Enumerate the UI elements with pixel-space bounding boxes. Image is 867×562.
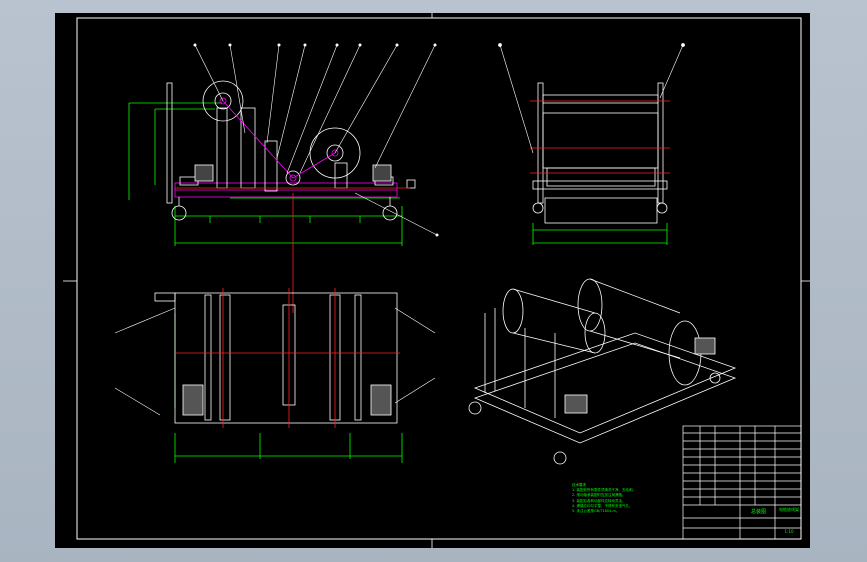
notes-heading: 技术要求	[572, 483, 586, 487]
front-motor-right	[372, 164, 392, 182]
iso-wheel-1	[468, 401, 482, 415]
front-right-drum	[309, 127, 361, 179]
title-block-scale: 1:10	[784, 529, 794, 534]
note-line-1: 1. 装配前所有零件须清洗干净，去毛刺。	[572, 488, 636, 493]
iso-wheel-3	[709, 372, 721, 384]
front-wheel-left	[171, 205, 187, 221]
title-block-title: 总装图	[750, 509, 766, 515]
cad-drawing	[63, 13, 810, 548]
iso-base-frame	[473, 342, 737, 444]
top-drum-left	[219, 294, 231, 421]
technical-notes: 技术要求 1. 装配前所有零件须清洗干净，去毛刺。 2. 滚动轴承装配时应加注润…	[572, 483, 682, 514]
front-left-support	[240, 107, 256, 189]
front-dimensions	[128, 102, 403, 246]
front-left-upright	[166, 82, 173, 204]
iso-drum-left-end	[502, 288, 524, 334]
front-view	[128, 43, 439, 313]
note-line-5: 5. 未注公差按GB/T1804-m。	[572, 509, 620, 514]
drawing-sheet: 技术要求 1. 装配前所有零件须清洗干净，去毛刺。 2. 滚动轴承装配时应加注润…	[55, 13, 810, 548]
isometric-view	[468, 278, 737, 465]
front-left-drum	[202, 80, 244, 122]
iso-wheel-2	[553, 451, 567, 465]
front-idler	[285, 170, 301, 186]
top-motor-right	[370, 384, 392, 416]
iso-motor-right	[694, 337, 716, 355]
top-base-frame	[174, 292, 398, 424]
top-view	[114, 288, 436, 463]
side-drum-upper	[542, 112, 659, 169]
side-view	[498, 43, 685, 245]
note-line-2: 2. 滚动轴承装配时应加注润滑脂。	[572, 493, 626, 498]
top-motor-left	[182, 384, 204, 416]
title-block-frame	[682, 425, 802, 540]
note-line-4: 4. 焊缝应均匀平整，不得有夹渣气孔。	[572, 503, 633, 508]
title-block-drawing-no: 电缆放线架	[779, 507, 799, 512]
front-motor-left	[194, 164, 214, 182]
side-drum-lower	[544, 197, 658, 224]
iso-drum-right-end	[577, 278, 603, 332]
note-line-3: 3. 装配后各转动部件应转动灵活。	[572, 498, 626, 503]
outer-frame	[76, 17, 802, 540]
iso-motor-left	[564, 394, 588, 414]
